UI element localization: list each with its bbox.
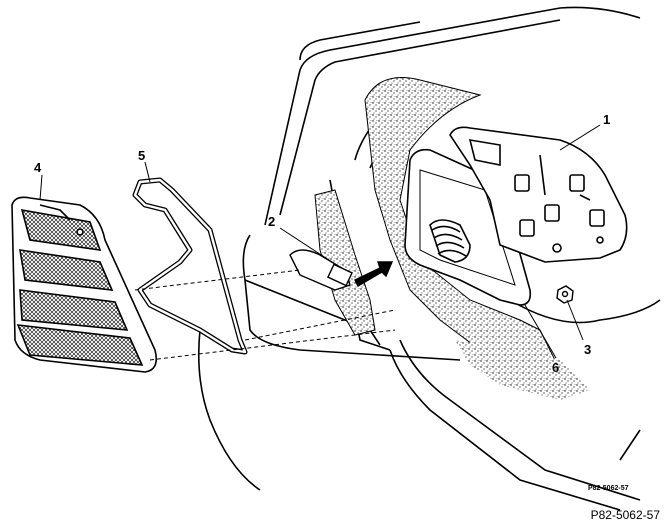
callout-3: 3 [584,342,591,357]
callout-6: 6 [552,360,559,375]
callout-1: 1 [603,112,610,127]
tail-light-lens [11,196,158,373]
leader-lines [39,124,601,359]
mounting-nut [556,285,574,304]
callout-5: 5 [138,148,145,163]
bulb-holder-plate [449,126,628,263]
figure-reference-code: P82-5062-57 [590,508,660,522]
electrical-connector [289,249,394,291]
drawing-reference-small: P82-5062-57 [588,485,629,492]
lower-floor-shading [455,340,590,400]
assembly-guide-lines [134,269,396,361]
callout-4: 4 [34,160,42,175]
callout-2: 2 [268,214,275,229]
tail-light-seal-inner [133,178,247,354]
